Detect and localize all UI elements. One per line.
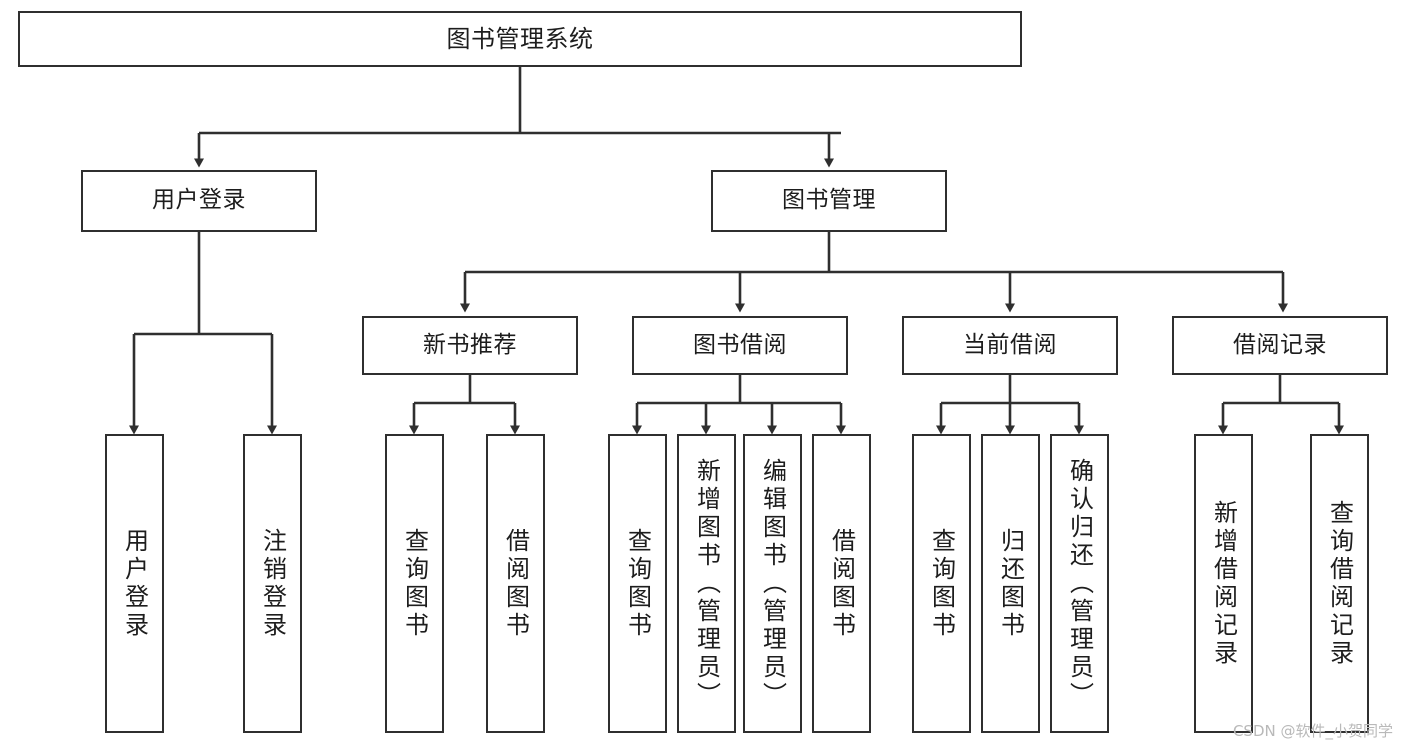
leaf-rec-query-label: 查询图书 xyxy=(400,527,429,640)
leaf-rec-add[interactable]: 新增借阅记录 xyxy=(1194,434,1253,733)
leaf-cur-confirm[interactable]: 确认归还（管理员） xyxy=(1050,434,1109,733)
node-book-manage-label: 图书管理 xyxy=(782,187,876,214)
leaf-cur-query[interactable]: 查询图书 xyxy=(912,434,971,733)
node-current-borrow-label: 当前借阅 xyxy=(963,331,1057,358)
node-new-book-rec-label: 新书推荐 xyxy=(423,331,517,358)
leaf-rec-query[interactable]: 查询图书 xyxy=(385,434,444,733)
leaf-borrow-add-label: 新增图书（管理员） xyxy=(692,457,721,710)
leaf-rec-borrow-label: 借阅图书 xyxy=(501,527,530,640)
node-user-login[interactable]: 用户登录 xyxy=(81,170,317,232)
leaf-borrow-query-label: 查询图书 xyxy=(623,527,652,640)
node-user-login-label: 用户登录 xyxy=(152,187,246,214)
leaf-borrow-query[interactable]: 查询图书 xyxy=(608,434,667,733)
leaf-rec-borrow[interactable]: 借阅图书 xyxy=(486,434,545,733)
node-book-borrow[interactable]: 图书借阅 xyxy=(632,316,848,375)
leaf-rec-add-label: 新增借阅记录 xyxy=(1209,499,1238,668)
leaf-cur-return-label: 归还图书 xyxy=(996,527,1025,640)
leaf-cur-query-label: 查询图书 xyxy=(927,527,956,640)
leaf-rec-query2[interactable]: 查询借阅记录 xyxy=(1310,434,1369,733)
leaf-cur-confirm-label: 确认归还（管理员） xyxy=(1065,457,1094,710)
node-borrow-record-label: 借阅记录 xyxy=(1233,331,1327,358)
leaf-user-login[interactable]: 用户登录 xyxy=(105,434,164,733)
leaf-user-login-label: 用户登录 xyxy=(120,527,149,640)
node-book-manage[interactable]: 图书管理 xyxy=(711,170,947,232)
node-new-book-rec[interactable]: 新书推荐 xyxy=(362,316,578,375)
leaf-rec-query2-label: 查询借阅记录 xyxy=(1325,499,1354,668)
leaf-borrow-edit[interactable]: 编辑图书（管理员） xyxy=(743,434,802,733)
node-root-label: 图书管理系统 xyxy=(446,24,594,53)
leaf-borrow-do-label: 借阅图书 xyxy=(827,527,856,640)
node-current-borrow[interactable]: 当前借阅 xyxy=(902,316,1118,375)
watermark: CSDN @软件_小贺同学 xyxy=(1232,722,1393,740)
leaf-user-logout-label: 注销登录 xyxy=(258,527,287,640)
node-borrow-record[interactable]: 借阅记录 xyxy=(1172,316,1388,375)
leaf-borrow-do[interactable]: 借阅图书 xyxy=(812,434,871,733)
leaf-user-logout[interactable]: 注销登录 xyxy=(243,434,302,733)
leaf-borrow-edit-label: 编辑图书（管理员） xyxy=(758,457,787,710)
node-book-borrow-label: 图书借阅 xyxy=(693,331,787,358)
node-root[interactable]: 图书管理系统 xyxy=(18,11,1022,67)
leaf-cur-return[interactable]: 归还图书 xyxy=(981,434,1040,733)
leaf-borrow-add[interactable]: 新增图书（管理员） xyxy=(677,434,736,733)
